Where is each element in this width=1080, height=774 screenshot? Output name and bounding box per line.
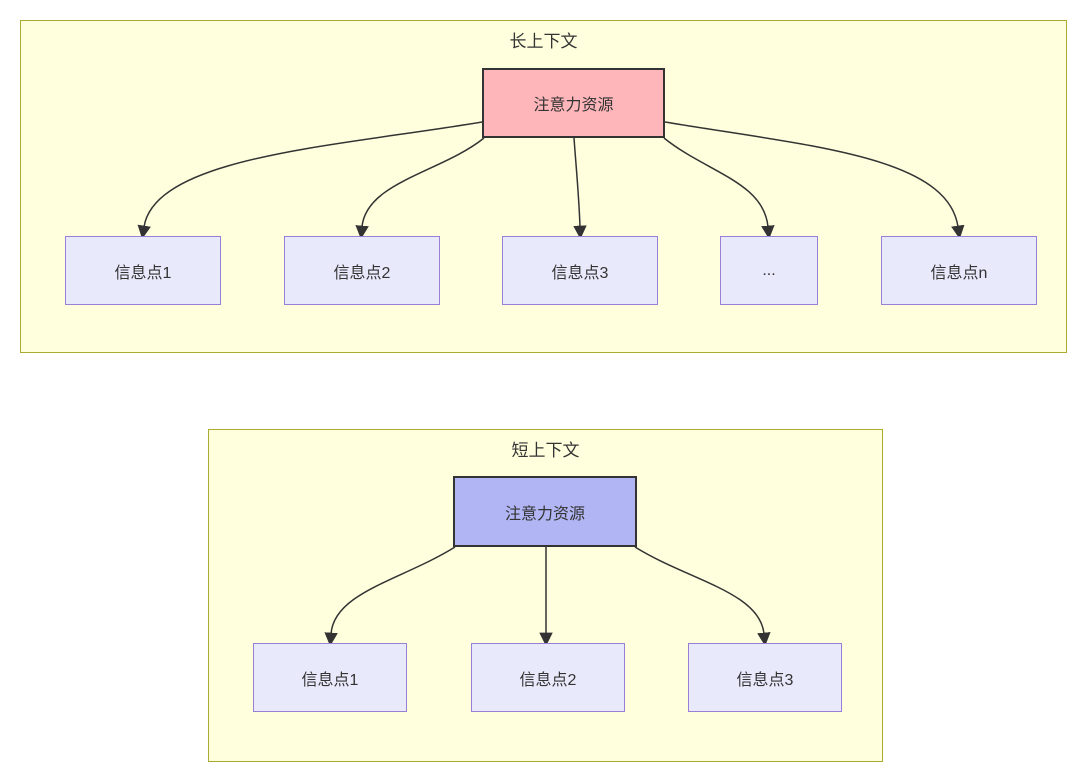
attention-resource-node-long: 注意力资源 [482, 68, 665, 138]
info-point-node-long-1: 信息点1 [65, 236, 221, 305]
info-point-node-long-3: 信息点3 [502, 236, 658, 305]
long-context-title: 长上下文 [509, 32, 578, 51]
info-point-node-short-2: 信息点2 [471, 643, 625, 712]
info-point-node-long-ellipsis: ... [720, 236, 818, 305]
attention-resource-node-short: 注意力资源 [453, 476, 637, 547]
info-point-node-short-1: 信息点1 [253, 643, 407, 712]
info-point-node-short-3: 信息点3 [688, 643, 842, 712]
info-point-node-long-2: 信息点2 [284, 236, 440, 305]
info-point-node-long-n: 信息点n [881, 236, 1037, 305]
short-context-title: 短上下文 [511, 441, 580, 460]
